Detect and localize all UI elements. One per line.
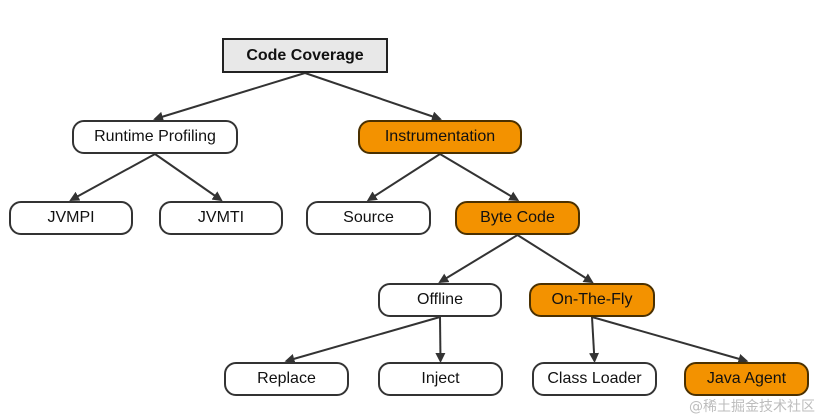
node-inject: Inject bbox=[378, 362, 503, 396]
node-runtime-profiling: Runtime Profiling bbox=[72, 120, 238, 154]
node-class-loader: Class Loader bbox=[532, 362, 657, 396]
node-jvmpi: JVMPI bbox=[9, 201, 133, 235]
watermark-text: @稀土掘金技术社区 bbox=[689, 399, 815, 415]
node-byte-code: Byte Code bbox=[455, 201, 580, 235]
edge-byte-code-to-on-the-fly bbox=[516, 234, 594, 284]
node-code-coverage: Code Coverage bbox=[222, 38, 388, 73]
node-source: Source bbox=[306, 201, 431, 235]
node-jvmti: JVMTI bbox=[159, 201, 283, 235]
edge-instrumentation-to-source bbox=[366, 153, 441, 202]
edge-instrumentation-to-byte-code bbox=[439, 153, 520, 202]
edge-code-coverage-to-instrumentation bbox=[304, 72, 442, 122]
edge-offline-to-replace bbox=[284, 316, 441, 364]
edge-runtime-profiling-to-jvmti bbox=[154, 153, 223, 202]
node-replace: Replace bbox=[224, 362, 349, 396]
node-instrumentation: Instrumentation bbox=[358, 120, 522, 154]
node-on-the-fly: On-The-Fly bbox=[529, 283, 655, 317]
edge-offline-to-inject bbox=[435, 316, 446, 363]
edge-byte-code-to-offline bbox=[438, 234, 519, 284]
node-java-agent: Java Agent bbox=[684, 362, 809, 396]
edge-on-the-fly-to-java-agent bbox=[591, 316, 749, 364]
edge-runtime-profiling-to-jvmpi bbox=[69, 153, 156, 201]
edge-on-the-fly-to-class-loader bbox=[589, 316, 600, 363]
edge-code-coverage-to-runtime-profiling bbox=[153, 72, 306, 122]
node-offline: Offline bbox=[378, 283, 502, 317]
